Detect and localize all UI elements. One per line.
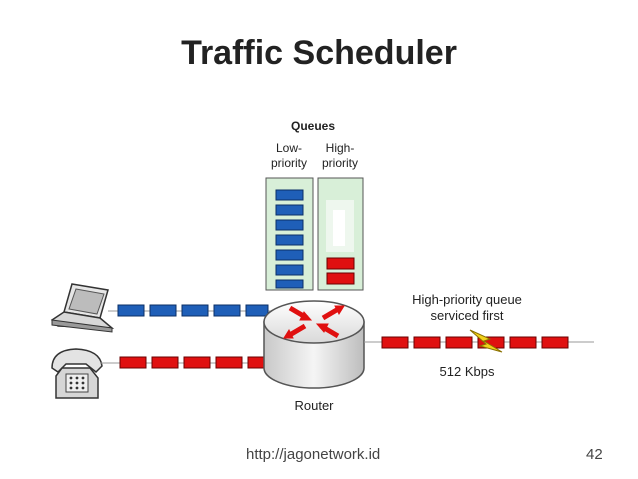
serviced-label-2: serviced first (431, 308, 504, 323)
high-priority-label-1: High- (326, 141, 355, 155)
packet-red (509, 336, 537, 349)
queued-packet-low (275, 204, 304, 216)
packet-red (413, 336, 441, 349)
queued-packet-low (275, 189, 304, 201)
phone-packet-stream (119, 356, 271, 369)
packet-red (215, 356, 243, 369)
low-priority-queue (265, 177, 314, 291)
packet-red (381, 336, 409, 349)
high-priority-label-2: priority (322, 156, 358, 170)
packet-red (445, 336, 473, 349)
queued-packet-low (275, 264, 304, 276)
laptop-icon (50, 283, 115, 333)
page-number: 42 (586, 446, 603, 463)
packet-blue (117, 304, 145, 317)
packet-red (119, 356, 147, 369)
queued-packet-high (326, 257, 355, 270)
packet-red (183, 356, 211, 369)
packet-red (541, 336, 569, 349)
queued-packet-low (275, 219, 304, 231)
packet-blue (213, 304, 241, 317)
queues-heading: Queues (291, 119, 335, 133)
high-priority-queue (317, 177, 364, 291)
laptop-packet-stream (117, 304, 269, 317)
serviced-label-1: High-priority queue (412, 292, 522, 307)
queued-packet-high (326, 272, 355, 285)
outgoing-packet-stream (381, 336, 569, 349)
low-priority-label-2: priority (271, 156, 307, 170)
packet-blue (245, 304, 269, 317)
lightning-icon (469, 329, 503, 353)
packet-red (151, 356, 179, 369)
queued-packet-low (275, 279, 304, 289)
queued-packet-low (275, 249, 304, 261)
footer-url: http://jagonetwork.id (246, 446, 381, 463)
telephone-icon (51, 348, 103, 399)
packet-blue (149, 304, 177, 317)
low-priority-label-1: Low- (276, 141, 302, 155)
router-icon (263, 300, 365, 389)
slide-title: Traffic Scheduler (181, 34, 457, 72)
queued-packet-low (275, 234, 304, 246)
router-label: Router (294, 398, 334, 413)
link-speed-label: 512 Kbps (440, 364, 495, 379)
packet-blue (181, 304, 209, 317)
